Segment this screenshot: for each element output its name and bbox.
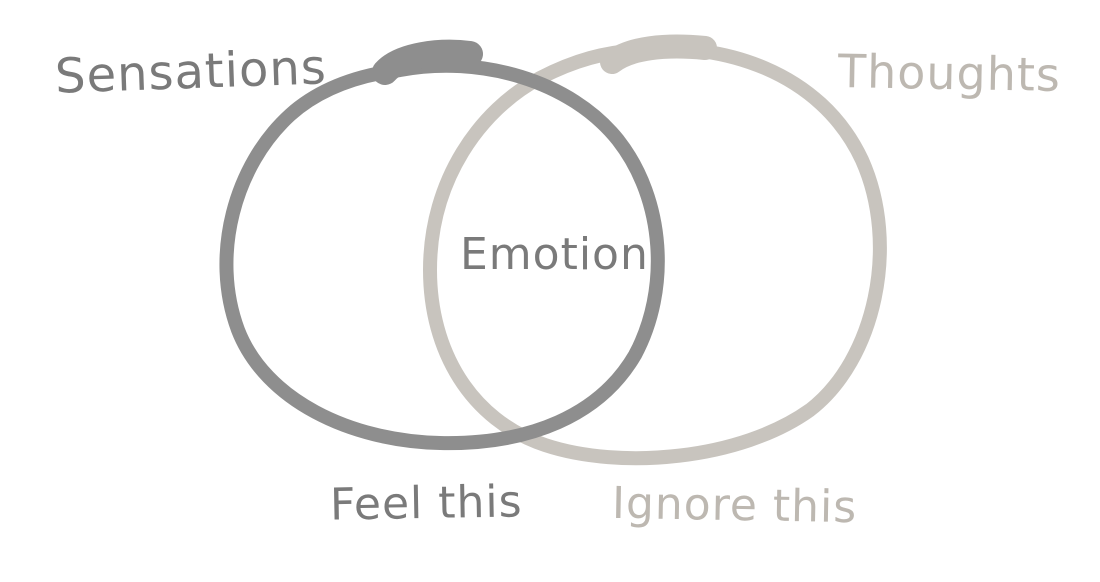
- sensations-circle: [219, 58, 665, 451]
- sensations-brush-stroke: [372, 39, 483, 85]
- sensations-label: Sensations: [54, 39, 328, 105]
- thoughts-circle: [423, 41, 887, 466]
- ignore-this-caption: Ignore this: [611, 477, 858, 534]
- thoughts-label: Thoughts: [837, 44, 1062, 102]
- emotion-label: Emotion: [460, 229, 649, 280]
- thoughts-brush-stroke: [600, 34, 717, 74]
- feel-this-caption: Feel this: [329, 476, 523, 531]
